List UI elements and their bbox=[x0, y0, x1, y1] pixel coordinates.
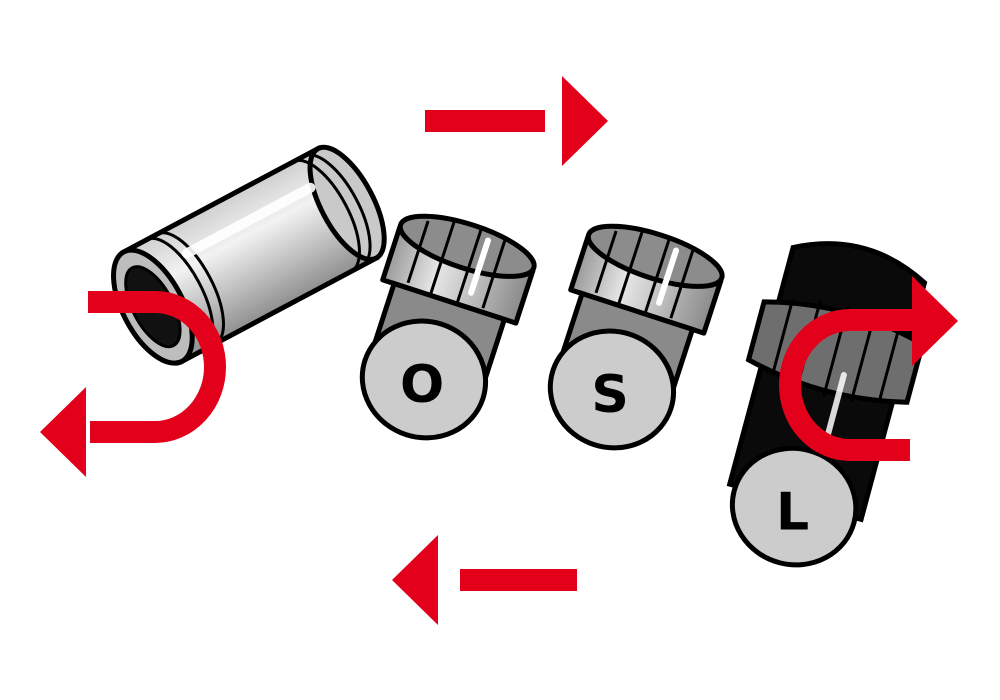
u-turn-right-icon bbox=[779, 276, 958, 461]
cap-s: S bbox=[547, 223, 725, 451]
tube-housing bbox=[111, 144, 387, 366]
cap-l: L bbox=[726, 241, 928, 568]
u-turn-left-icon bbox=[40, 291, 226, 477]
cap-o: O bbox=[359, 213, 537, 441]
cap-l-label: L bbox=[776, 482, 809, 542]
cap-o-label: O bbox=[400, 355, 444, 415]
arrow-right-icon bbox=[425, 76, 608, 166]
cap-s-label: S bbox=[591, 365, 628, 425]
arrow-left-icon bbox=[392, 535, 577, 625]
